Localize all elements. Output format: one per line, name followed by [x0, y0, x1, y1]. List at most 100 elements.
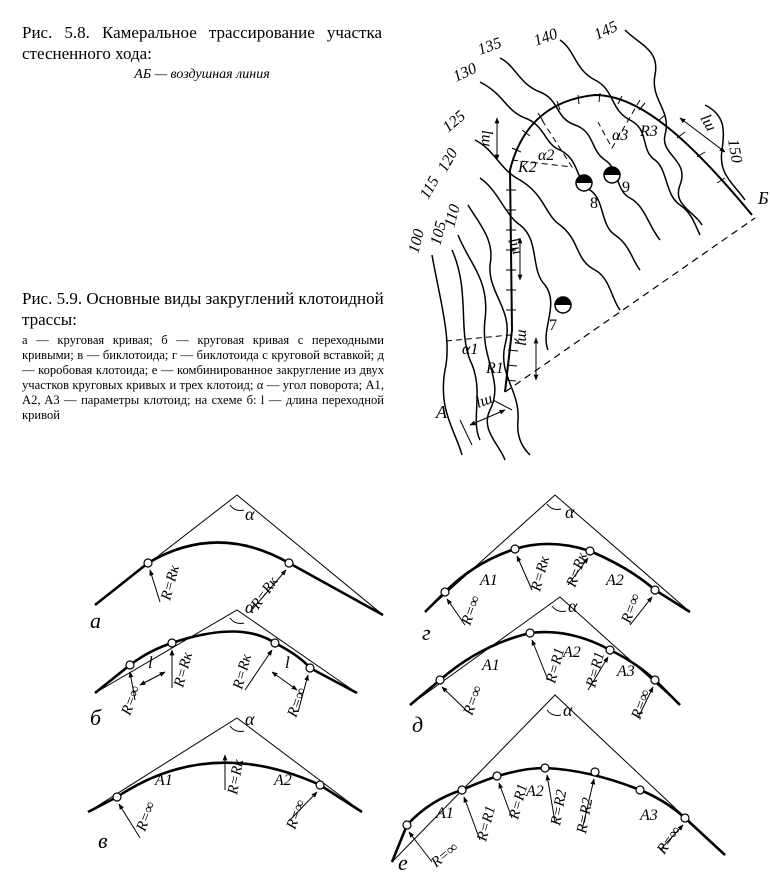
panel-d [409, 596, 681, 719]
contour-label: 105 [427, 219, 450, 247]
figure-5-8-caption: Рис. 5.8. Камеральное трассирование учас… [22, 22, 382, 85]
radius-label: R=∞ [133, 799, 159, 834]
radius-label: R=Rк [230, 652, 255, 692]
contour-label: 150 [724, 138, 745, 165]
length-label: l [285, 653, 290, 672]
radius-label: R=Rк [528, 554, 553, 594]
contour-label: 100 [405, 227, 428, 255]
route-ticks [505, 92, 726, 382]
contour-line [479, 81, 641, 271]
panel-letter: г [422, 620, 431, 645]
figure-5-9-caption: Рис. 5.9. Основные виды закруглений клот… [22, 288, 384, 423]
panel-v [87, 717, 363, 839]
clothoid-label: A1 [481, 657, 500, 674]
contour-label: 135 [476, 35, 504, 59]
panel-letter: б [90, 705, 102, 730]
radius-label: R=∞ [284, 685, 310, 720]
radius-label: R=∞ [283, 797, 309, 832]
clothoid-label: A2 [562, 644, 581, 661]
clothoid-label: A2 [273, 772, 292, 789]
contour-label: 120 [435, 146, 462, 175]
panel-letter: е [398, 850, 408, 875]
radius-label: R=R2 [574, 796, 596, 836]
marker-7-icon [554, 296, 572, 314]
figure-5-9-labels: а α R=Rк R=Rк б α l R=Rк R=Rк l R=∞ R=∞ … [90, 502, 685, 875]
point-a-label: А [435, 402, 448, 422]
radius-label: R3 [639, 123, 658, 140]
radius-label: R1 [485, 360, 504, 377]
angle-label: α [245, 597, 255, 617]
marker-label: 9 [622, 179, 630, 196]
marker-label: 7 [549, 317, 557, 334]
contour-label: 125 [440, 108, 469, 136]
contour-label: 115 [417, 174, 443, 202]
panel-letter: д [412, 712, 423, 737]
map-labels: 100 105 110 115 120 125 130 135 140 145 … [405, 18, 769, 422]
panel-letter: а [90, 608, 101, 633]
contour-line [479, 177, 552, 351]
radius-label: R=Rк [171, 650, 196, 690]
figure-5-8-subtitle: АБ — воздушная линия [134, 67, 270, 82]
angle-label: α [245, 709, 255, 729]
contour-line [431, 254, 463, 456]
contour-label: 110 [441, 203, 463, 229]
clothoid-label: A1 [154, 772, 173, 789]
length-label: lш [474, 390, 495, 412]
radius-label: R=Rк [225, 757, 247, 797]
figure-5-8-map [431, 29, 756, 461]
radius-label: R=∞ [618, 591, 644, 626]
figure-5-8-title: Рис. 5.8. Камеральное трассирование учас… [22, 23, 382, 63]
survey-markers [554, 166, 621, 314]
angle-label: α2 [538, 147, 554, 164]
clothoid-label: A3 [616, 663, 635, 680]
contour-label: 140 [532, 26, 560, 50]
length-label: lш [478, 130, 495, 147]
length-label: lш [697, 112, 720, 135]
figure-5-9-legend: а — круговая кривая; б — круговая кривая… [22, 333, 384, 422]
contour-line [457, 234, 506, 461]
angle-label: α [245, 504, 255, 524]
contour-line [624, 29, 703, 226]
point-b-label: Б [757, 188, 769, 208]
contour-label: 145 [592, 18, 621, 44]
radius-label: R=R1 [583, 650, 608, 690]
clothoid-label: A3 [639, 807, 658, 824]
clothoid-label: A1 [435, 805, 454, 822]
marker-9-icon [603, 166, 621, 184]
length-label: lш [504, 236, 526, 257]
panel-letter: в [98, 828, 108, 853]
angle-label: α [565, 502, 575, 522]
contour-line [499, 57, 661, 241]
point-label: K2 [517, 159, 537, 176]
panel-b [94, 609, 358, 713]
figure-5-9-title: Рис. 5.9. Основные виды закруглений клот… [22, 289, 384, 329]
radius-label: R=R1 [474, 804, 499, 844]
radius-label: R=∞ [428, 839, 462, 871]
angle-label: α3 [612, 127, 628, 144]
figure-5-9-panels [87, 494, 726, 863]
clothoid-label: A2 [525, 783, 544, 800]
radius-label: R=Rк [158, 563, 183, 603]
contour-label: 130 [451, 60, 480, 86]
panel-g [424, 494, 691, 626]
length-label: lш [513, 329, 530, 346]
panel-e [390, 694, 726, 863]
radius-label: R=R2 [548, 788, 570, 828]
air-line-AB [504, 217, 756, 393]
radius-label: R=∞ [460, 683, 486, 718]
contour-line [474, 139, 621, 311]
clothoid-label: A2 [605, 572, 624, 589]
clothoid-label: A1 [479, 572, 498, 589]
marker-8-icon [575, 174, 593, 192]
radius-label: R=∞ [118, 683, 144, 718]
radius-label: R=R1 [506, 782, 531, 822]
contour-line [467, 204, 531, 456]
length-label: l [148, 653, 153, 672]
radius-label: R=∞ [628, 687, 654, 722]
angle-label: α [568, 596, 578, 616]
panel-a [94, 494, 384, 617]
radius-label: R=Rк [563, 550, 591, 591]
route-line [504, 93, 753, 393]
contour-line [559, 39, 701, 236]
